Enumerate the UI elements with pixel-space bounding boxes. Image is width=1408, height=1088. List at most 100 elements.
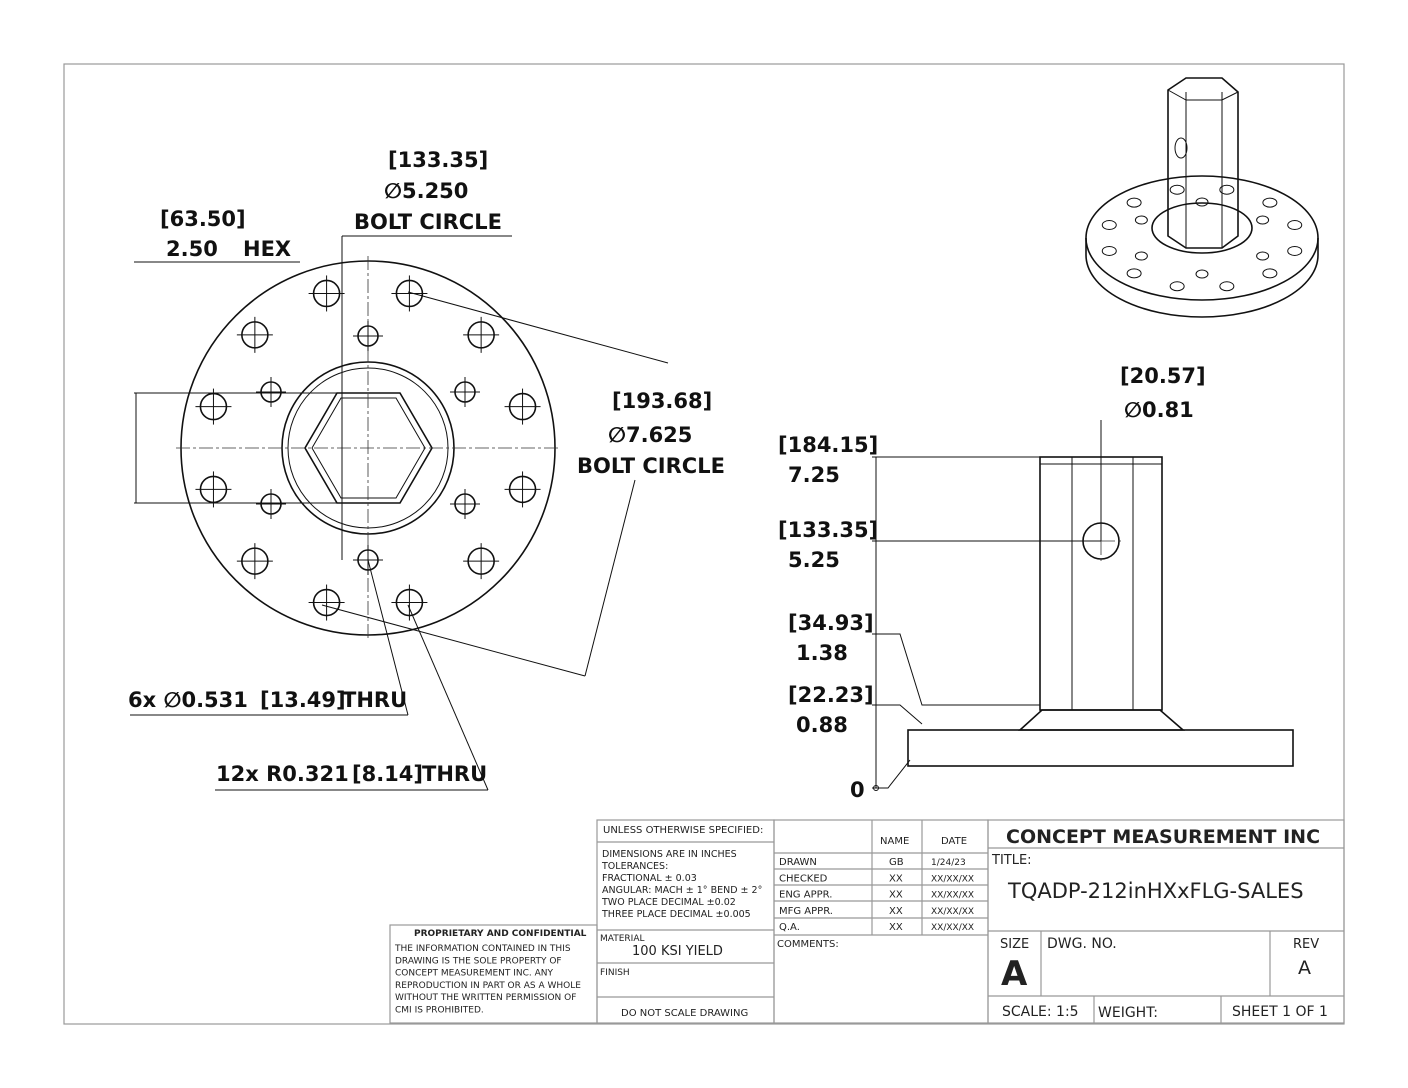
- iso-hole: [1101, 245, 1117, 256]
- drawing-title: TQADP-212inHXxFLG-SALES: [1007, 879, 1304, 903]
- title-block: [389, 819, 1345, 1024]
- bolt-hole-small: [353, 321, 383, 351]
- dim-height-1-in: 7.25: [788, 463, 840, 487]
- tolerance-line: TOLERANCES:: [601, 861, 668, 872]
- bolt-hole-large: [391, 275, 428, 312]
- tolerance-line: THREE PLACE DECIMAL ±0.005: [601, 909, 751, 920]
- dim-height-3-mm: [34.93]: [788, 611, 874, 635]
- iso-hole: [1101, 220, 1117, 231]
- front-dimensions: [130, 235, 669, 791]
- bolt-hole-small: [256, 489, 287, 519]
- iso-hole: [1256, 251, 1270, 261]
- rev-label: REV: [1293, 937, 1319, 952]
- proprietary-line: CMI IS PROHIBITED.: [395, 1006, 484, 1016]
- dim-large-bolt-circle-in: ∅7.625: [608, 423, 692, 447]
- bolt-hole-large: [391, 584, 428, 621]
- sheet-border: [63, 63, 1345, 1025]
- proprietary-title: PROPRIETARY AND CONFIDENTIAL: [414, 929, 587, 939]
- bolt-hole-large: [463, 543, 500, 580]
- signoff-date: XX/XX/XX: [931, 907, 974, 917]
- name-header: NAME: [880, 836, 909, 847]
- front-view: [176, 256, 560, 640]
- callout-12x-holes: 12x R0.321: [216, 762, 349, 786]
- iso-hole: [1262, 268, 1278, 279]
- tolerance-line: ANGULAR: MACH ± 1° BEND ± 2°: [602, 885, 762, 896]
- dim-hex-in: 2.50: [166, 237, 218, 261]
- dim-cross-hole-in: ∅0.81: [1124, 398, 1194, 422]
- sheet-number: SHEET 1 OF 1: [1232, 1004, 1328, 1020]
- signoff-date: XX/XX/XX: [931, 923, 974, 933]
- proprietary-line: REPRODUCTION IN PART OR AS A WHOLE: [395, 981, 581, 991]
- signoff-name: XX: [889, 922, 903, 933]
- bolt-hole-large: [236, 316, 273, 353]
- signoff-role: ENG APPR.: [779, 890, 832, 901]
- iso-hole: [1262, 197, 1278, 208]
- dim-height-4-in: 0.88: [796, 713, 848, 737]
- proprietary-line: DRAWING IS THE SOLE PROPERTY OF: [395, 956, 562, 966]
- signoff-date: XX/XX/XX: [931, 874, 974, 884]
- date-header: DATE: [941, 836, 967, 847]
- bolt-hole-small: [449, 377, 480, 407]
- size-label: SIZE: [1000, 937, 1029, 952]
- dim-height-2-mm: [133.35]: [778, 518, 878, 542]
- dim-height-4-mm: [22.23]: [788, 683, 874, 707]
- iso-hole: [1287, 245, 1303, 256]
- bolt-hole-large: [504, 388, 541, 425]
- iso-hole: [1195, 197, 1209, 207]
- tolerance-line: FRACTIONAL ± 0.03: [602, 873, 697, 884]
- iso-hole: [1169, 184, 1185, 195]
- signoff-date: 1/24/23: [931, 858, 966, 868]
- bolt-hole-large: [308, 584, 345, 621]
- dim-bolt-circle-mm: [133.35]: [388, 148, 488, 172]
- company-name: CONCEPT MEASUREMENT INC: [1006, 826, 1320, 848]
- bolt-hole-large: [504, 471, 541, 508]
- dim-bolt-circle-in: ∅5.250: [384, 179, 468, 203]
- dim-height-1-mm: [184.15]: [778, 433, 878, 457]
- callout-6x-thru: THRU: [342, 688, 407, 712]
- dim-zero: 0: [850, 778, 865, 802]
- dim-cross-hole-mm: [20.57]: [1120, 364, 1206, 388]
- finish-label: FINISH: [600, 968, 630, 978]
- dim-large-bolt-circle-mm: [193.68]: [612, 389, 712, 413]
- signoff-role: DRAWN: [779, 857, 817, 868]
- callout-12x-thru: THRU: [422, 762, 487, 786]
- signoff-name: XX: [889, 906, 903, 917]
- dim-height-2-in: 5.25: [788, 548, 840, 572]
- dwg-no-label: DWG. NO.: [1047, 936, 1117, 952]
- callout-6x-mm: [13.49]: [260, 688, 346, 712]
- rev-value: A: [1298, 957, 1311, 979]
- large-bolt-circle-label: BOLT CIRCLE: [577, 454, 725, 478]
- bolt-hole-large: [195, 471, 232, 508]
- scale: SCALE: 1:5: [1002, 1004, 1079, 1020]
- iso-hole: [1169, 281, 1185, 292]
- iso-hole: [1195, 269, 1209, 279]
- signoff-role: Q.A.: [779, 922, 800, 933]
- bolt-circle-label: BOLT CIRCLE: [354, 210, 502, 234]
- dim-hex-mm: [63.50]: [160, 207, 246, 231]
- hex-label: HEX: [243, 237, 291, 261]
- material-label: MATERIAL: [600, 934, 645, 944]
- dim-height-3-in: 1.38: [796, 641, 848, 665]
- iso-hole: [1256, 215, 1270, 225]
- signoff-date: XX/XX/XX: [931, 891, 974, 901]
- side-view: [872, 420, 1294, 791]
- iso-hole: [1134, 251, 1148, 261]
- bolt-hole-large: [463, 316, 500, 353]
- tolerance-line: DIMENSIONS ARE IN INCHES: [602, 849, 737, 860]
- signoff-name: GB: [889, 857, 904, 868]
- iso-hole: [1219, 184, 1235, 195]
- proprietary-line: WITHOUT THE WRITTEN PERMISSION OF: [395, 993, 576, 1003]
- material-value: 100 KSI YIELD: [632, 944, 723, 959]
- signoff-role: MFG APPR.: [779, 906, 833, 917]
- bolt-hole-small: [256, 377, 287, 407]
- signoff-role: CHECKED: [779, 873, 828, 884]
- callout-6x-holes: 6x ∅0.531: [128, 688, 248, 712]
- bolt-hole-large: [236, 543, 273, 580]
- unless-specified: UNLESS OTHERWISE SPECIFIED:: [603, 825, 763, 836]
- iso-hole: [1219, 281, 1235, 292]
- do-not-scale: DO NOT SCALE DRAWING: [621, 1008, 748, 1019]
- proprietary-line: CONCEPT MEASUREMENT INC. ANY: [395, 969, 554, 979]
- callout-12x-mm: [8.14]: [352, 762, 423, 786]
